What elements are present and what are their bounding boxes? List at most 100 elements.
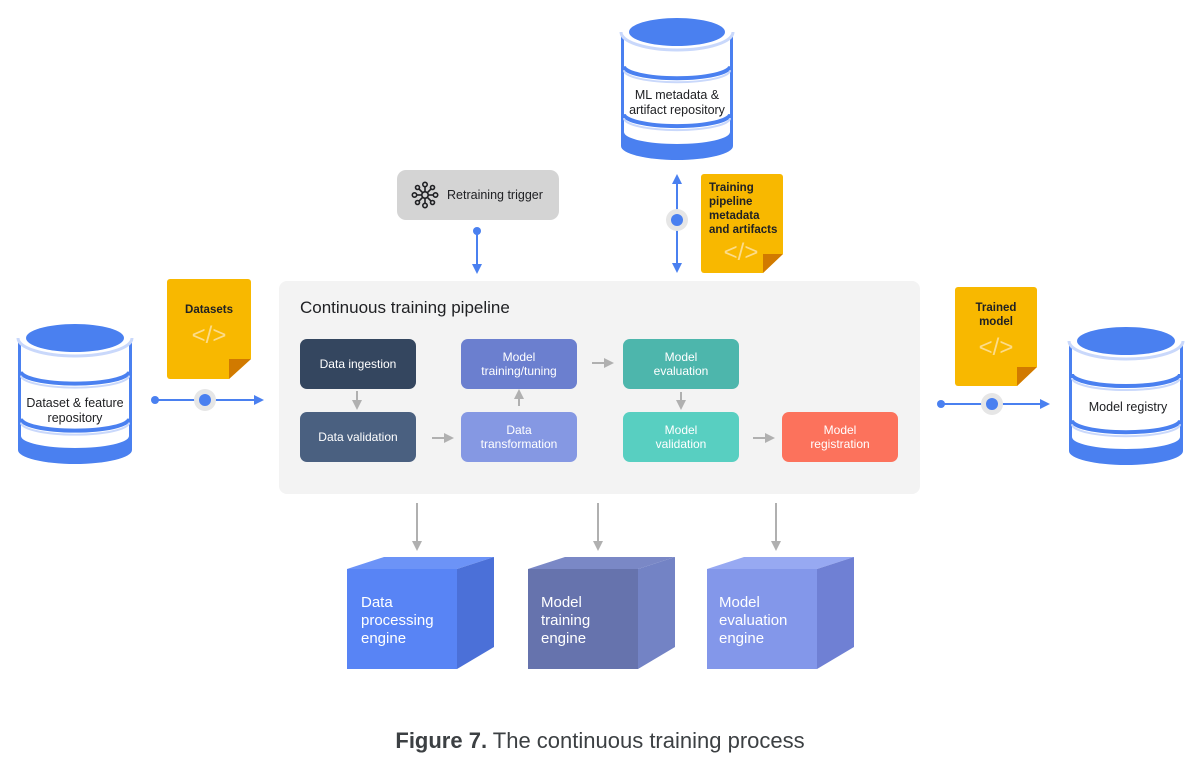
step-data-validation: Data validation — [300, 412, 416, 462]
box-front-face — [707, 569, 817, 669]
label-line: and artifacts — [709, 224, 778, 236]
model-registry-cylinder — [1067, 323, 1185, 465]
model-evaluation-engine-label: Model evaluation engine — [719, 594, 787, 648]
cylinder-rim-shade — [1067, 340, 1185, 361]
trigger-flow-arrow — [472, 227, 482, 274]
step-label: Model validation — [655, 423, 707, 451]
step-data-ingestion: Data ingestion — [300, 339, 416, 389]
dataset-feature-label-line: repository — [47, 411, 103, 425]
cylinder-band-shade — [623, 69, 731, 84]
model-training-engine-box — [528, 557, 675, 669]
step-data-transformation: Data transformation — [461, 412, 577, 462]
label-line: processing — [361, 612, 434, 629]
hub-network-icon — [411, 181, 439, 209]
figure-number: Figure 7. — [395, 728, 488, 753]
cylinder-inner — [21, 344, 129, 450]
cylinder-band-shade — [20, 422, 130, 436]
datasets-artifact-label: Datasets — [185, 304, 233, 316]
model-training-engine-label: Model training engine — [541, 594, 590, 648]
datasets-artifact-icon — [167, 279, 251, 379]
box-front-face — [528, 569, 638, 669]
label-line: engine — [541, 630, 587, 647]
box-top-face — [347, 557, 494, 569]
box-side-face — [817, 557, 854, 669]
figure-caption-text: The continuous training process — [487, 728, 805, 753]
label-line: Data — [361, 594, 393, 611]
model-registry-label: Model registry — [1088, 400, 1168, 414]
cylinder-top — [26, 324, 124, 352]
cylinder-band — [19, 418, 131, 433]
step-label: Data validation — [318, 430, 398, 444]
cylinder-rim-shade — [16, 337, 134, 358]
cylinder-band — [1070, 419, 1182, 435]
ml-metadata-repository-label: ML metadata & artifact repository — [612, 88, 742, 118]
box-top-face — [707, 557, 854, 569]
step-model-training-tuning: Model training/tuning — [461, 339, 577, 389]
label-line: pipeline — [709, 196, 753, 208]
datasets-code-glyph: </> — [191, 322, 227, 349]
cylinder-rim-shade — [619, 31, 735, 52]
step-label: Data ingestion — [319, 357, 397, 371]
metadata-bidirectional-arrow — [666, 174, 688, 273]
dataset-feature-label-line: Dataset & feature — [26, 396, 124, 410]
box-top-face — [528, 557, 675, 569]
step-label: Model registration — [810, 423, 870, 451]
pipeline-title: Continuous training pipeline — [300, 298, 510, 317]
label-line: Model — [719, 594, 760, 611]
pipeline-container — [279, 281, 920, 494]
label-line: Training — [709, 182, 754, 194]
figure-caption: Figure 7. The continuous training proces… — [0, 728, 1200, 754]
training-pipeline-code-glyph: </> — [723, 239, 759, 266]
cylinder-band — [622, 113, 732, 129]
cylinder-inner — [1072, 347, 1180, 451]
cylinder-top — [1077, 327, 1175, 355]
data-processing-engine-label: Data processing engine — [361, 594, 434, 648]
engine-arrows — [412, 503, 781, 551]
pipeline-internal-arrows — [352, 358, 775, 443]
training-pipeline-artifact-label: Training pipeline metadata and artifacts — [709, 181, 785, 237]
label-line: model — [979, 316, 1013, 328]
trained-model-artifact-label: Trained model — [955, 301, 1037, 329]
training-pipeline-artifact-icon — [701, 174, 783, 273]
cylinder-band-shade — [20, 375, 130, 389]
label-line: Trained — [975, 302, 1017, 314]
cylinder-band — [622, 65, 732, 81]
label-line: training — [541, 612, 591, 629]
cylinder-base — [1072, 437, 1180, 461]
trained-model-code-glyph: </> — [978, 334, 1014, 361]
step-model-evaluation: Model evaluation — [623, 339, 739, 389]
trained-model-flow-arrow — [937, 393, 1050, 415]
cylinder-base — [624, 132, 730, 156]
ml-metadata-label-line: ML metadata & — [634, 88, 720, 102]
step-model-validation: Model validation — [623, 412, 739, 462]
step-label: Model training/tuning — [481, 350, 557, 378]
model-evaluation-engine-box — [707, 557, 854, 669]
cylinder-band-shade — [1071, 377, 1181, 391]
label-line: engine — [361, 630, 407, 647]
step-model-registration: Model registration — [782, 412, 898, 462]
data-processing-engine-box — [347, 557, 494, 669]
cylinder-base — [21, 436, 129, 460]
cylinder-band-shade — [1071, 423, 1181, 438]
label-line: Model — [541, 594, 582, 611]
cylinder-inner — [624, 38, 730, 146]
label-line: metadata — [709, 210, 760, 222]
dataset-feature-repository-cylinder — [16, 320, 134, 464]
trained-model-artifact-icon — [955, 287, 1037, 386]
ml-metadata-label-line: artifact repository — [629, 103, 725, 117]
cylinder-top — [629, 18, 725, 46]
cylinder-band — [1070, 373, 1182, 388]
retraining-trigger-label: Retraining trigger — [447, 188, 543, 202]
ml-metadata-repository-cylinder — [619, 14, 735, 160]
cylinder-band-shade — [623, 117, 731, 132]
datasets-flow-arrow — [151, 389, 264, 411]
box-side-face — [457, 557, 494, 669]
label-line: engine — [719, 630, 765, 647]
step-label: Model evaluation — [653, 350, 709, 378]
label-line: evaluation — [719, 612, 788, 629]
retraining-trigger: Retraining trigger — [397, 170, 559, 220]
dataset-feature-repository-label: Dataset & feature repository — [10, 396, 140, 426]
cylinder-band — [19, 371, 131, 386]
step-label: Data transformation — [480, 423, 558, 451]
